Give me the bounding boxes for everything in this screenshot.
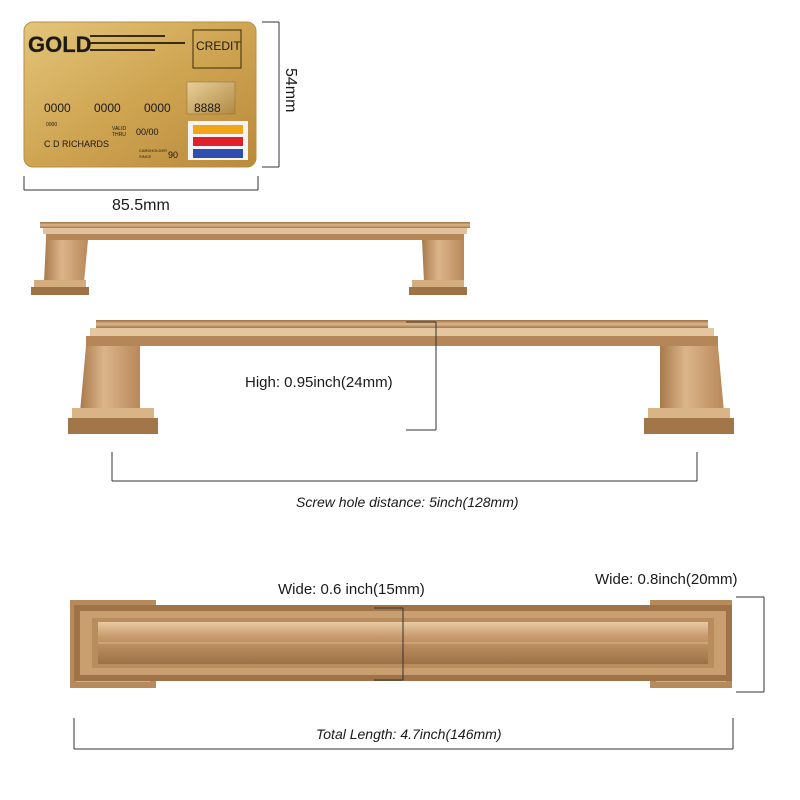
card-width-dimension (23, 176, 259, 191)
card-small-number: 0000 (46, 122, 57, 128)
bar-width-label: Wide: 0.6 inch(15mm) (278, 581, 425, 598)
card-height-label: 54mm (282, 68, 299, 112)
total-length-dimension (73, 718, 734, 750)
foot-width-dimension (736, 596, 765, 693)
card-valid-label-1: VALID (112, 126, 126, 132)
foot-width-label: Wide: 0.8inch(20mm) (595, 571, 738, 588)
top-view-handle (70, 600, 732, 688)
card-number-3: 0000 (144, 101, 171, 115)
card-holder-name: C D RICHARDS (44, 139, 109, 149)
card-width-label: 85.5mm (112, 197, 170, 214)
card-number-2: 0000 (94, 101, 121, 115)
screw-hole-dimension (111, 452, 698, 482)
total-length-label: Total Length: 4.7inch(146mm) (316, 726, 501, 742)
height-dimension (406, 321, 437, 431)
card-since-year: 90 (168, 150, 178, 160)
small-handle (31, 222, 470, 295)
side-view-handle (68, 320, 734, 434)
card-brand-lines (90, 35, 185, 51)
card-since-label-2: SINCE (139, 154, 152, 159)
card-credit-box (192, 29, 242, 69)
bar-width-dimension (374, 607, 404, 681)
credit-card: GOLD CREDIT 0000 0000 0000 8888 0000 VAL… (23, 21, 257, 168)
card-brand: GOLD (28, 32, 92, 57)
card-type-label: CREDIT (196, 39, 241, 53)
height-label: High: 0.95inch(24mm) (245, 374, 393, 391)
card-stripe-red (193, 137, 243, 146)
card-height-dimension (262, 21, 280, 168)
card-since-label-1: CARDHOLDER (139, 148, 167, 153)
screw-hole-label: Screw hole distance: 5inch(128mm) (296, 494, 519, 510)
card-stripe-blue (193, 149, 243, 158)
card-color-stripes (188, 121, 248, 160)
card-number-4: 8888 (194, 101, 221, 115)
card-number-1: 0000 (44, 101, 71, 115)
card-hologram (186, 81, 236, 115)
card-valid-label-2: THRU (112, 132, 126, 138)
card-expiry: 00/00 (136, 127, 159, 137)
card-stripe-yellow (193, 125, 243, 134)
